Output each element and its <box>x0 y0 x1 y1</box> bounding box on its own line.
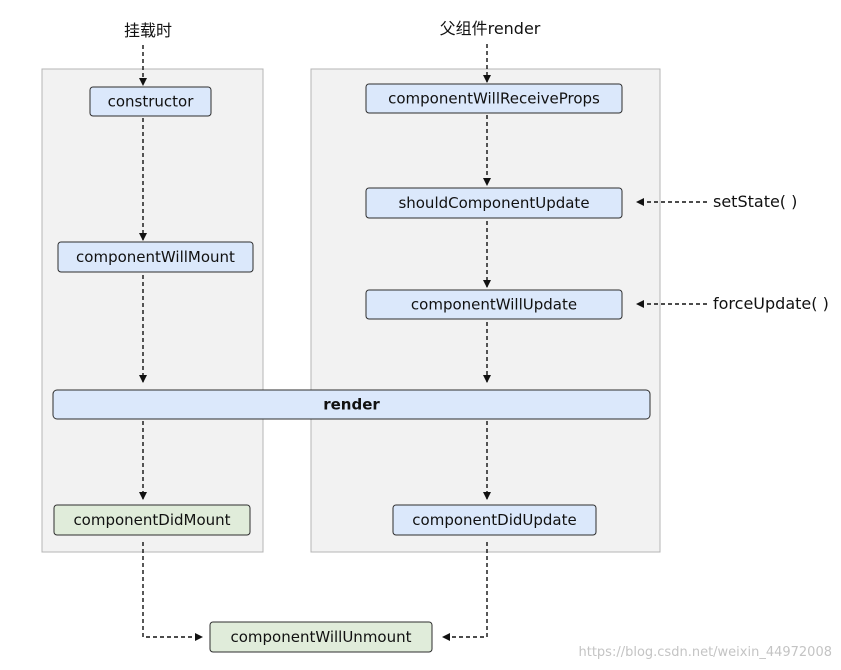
constructor-label: constructor <box>108 93 195 111</box>
edges <box>139 44 707 641</box>
component-did-update-label: componentDidUpdate <box>412 511 576 529</box>
set-state-label: setState( ) <box>713 192 797 211</box>
component-will-update-label: componentWillUpdate <box>411 296 577 314</box>
edge-did-mount-to-unmount <box>142 542 203 641</box>
component-will-unmount-node: componentWillUnmount <box>209 621 433 653</box>
component-did-mount-label: componentDidMount <box>73 511 230 529</box>
watermark: https://blog.csdn.net/weixin_44972008 <box>578 645 832 660</box>
component-did-mount-node: componentDidMount <box>53 504 251 536</box>
render-node: render <box>52 389 651 420</box>
force-update-label: forceUpdate( ) <box>713 294 829 313</box>
component-will-receive-props-label: componentWillReceiveProps <box>388 90 600 108</box>
component-will-unmount-label: componentWillUnmount <box>230 628 411 646</box>
parent-render-label: 父组件render <box>440 19 541 38</box>
mount-phase-panel <box>41 68 264 553</box>
should-component-update-label: shouldComponentUpdate <box>398 194 589 212</box>
component-will-mount-label: componentWillMount <box>76 248 235 266</box>
component-did-update-node: componentDidUpdate <box>392 504 597 536</box>
mount-label: 挂载时 <box>124 21 172 40</box>
edge-did-update-to-unmount <box>442 542 488 641</box>
component-will-update-node: componentWillUpdate <box>365 289 623 320</box>
constructor-node: constructor <box>89 86 212 117</box>
component-will-mount-node: componentWillMount <box>57 241 254 273</box>
component-will-receive-props-node: componentWillReceiveProps <box>365 83 623 114</box>
should-component-update-node: shouldComponentUpdate <box>365 187 623 219</box>
render-label: render <box>323 396 380 414</box>
